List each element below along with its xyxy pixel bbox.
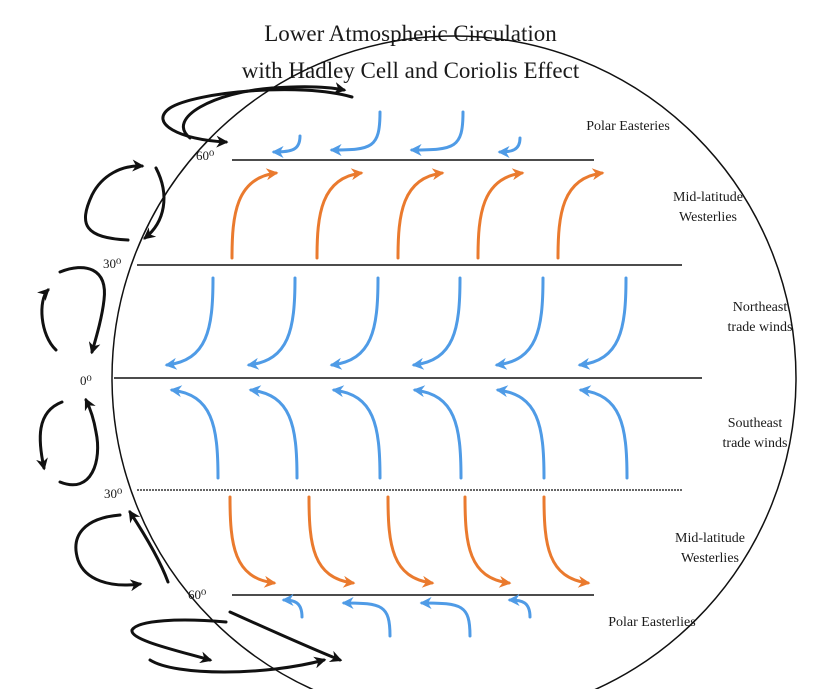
westerly-arrow (228, 495, 277, 588)
title-line-1: Lower Atmospheric Circulation (264, 21, 557, 46)
earth-outline (111, 35, 797, 689)
hadley-cell-south (36, 397, 100, 487)
westerlies-south-arrows (228, 495, 591, 588)
polar-easterly-arrow (497, 136, 522, 158)
label-line: Westerlies (681, 551, 739, 566)
southeast-trade-arrows (169, 385, 629, 480)
trade-wind-arrow (412, 385, 463, 480)
polar-easterly-arrow (329, 110, 382, 156)
polar-easterly-arrow (507, 594, 532, 619)
trade-wind-arrow (578, 385, 629, 480)
latitude-label-south-60: 60⁰ (188, 587, 207, 602)
trade-wind-arrow (494, 276, 545, 370)
label-line: Westerlies (679, 210, 737, 225)
polar-easterlies-south-arrows (281, 594, 532, 638)
westerly-arrow (463, 495, 512, 588)
trade-wind-arrow (411, 276, 462, 370)
label-midlatitude-westerlies-north: Mid-latitude Westerlies (638, 188, 778, 228)
trade-wind-arrow (164, 276, 215, 370)
trade-wind-arrow (248, 385, 299, 480)
label-line: Mid-latitude (675, 531, 745, 546)
westerly-arrow (315, 168, 364, 260)
ferrel-cell-south (74, 509, 170, 592)
polar-easterly-arrow (281, 594, 304, 619)
label-line: trade winds (727, 320, 793, 335)
label-northeast-trade-winds: Northeast trade winds (705, 298, 815, 338)
label-line: Southeast (727, 416, 783, 431)
westerly-arrow (556, 168, 605, 260)
title-line-2: with Hadley Cell and Coriolis Effect (241, 58, 580, 83)
trade-wind-arrow (331, 385, 382, 480)
polar-easterly-arrow (341, 597, 392, 638)
trade-wind-arrow (577, 276, 628, 370)
westerly-arrow (476, 168, 525, 260)
westerly-arrow (396, 168, 445, 260)
northeast-trade-arrows (164, 276, 628, 370)
label-polar-easterlies-south: Polar Easterlies (608, 615, 696, 630)
westerlies-north-arrows (230, 168, 605, 260)
latitude-label-north-30: 30⁰ (103, 256, 122, 271)
latitude-label-south-30: 30⁰ (104, 486, 123, 501)
polar-cell-south (130, 610, 343, 674)
trade-wind-arrow (329, 276, 380, 370)
label-midlatitude-westerlies-south: Mid-latitude Westerlies (640, 529, 780, 569)
polar-easterly-arrow (419, 597, 472, 638)
westerly-arrow (307, 495, 356, 588)
label-line: Northeast (732, 300, 788, 315)
polar-cell-north (161, 82, 354, 148)
ferrel-cell-north (83, 159, 166, 242)
westerly-arrow (542, 495, 591, 588)
westerly-arrow (230, 168, 279, 260)
polar-easterly-arrow (271, 134, 302, 158)
trade-wind-arrow (246, 276, 297, 370)
label-line: trade winds (722, 436, 788, 451)
label-southeast-trade-winds: Southeast trade winds (700, 414, 810, 454)
label-line: Mid-latitude (673, 190, 743, 205)
trade-wind-arrow (495, 385, 546, 480)
trade-wind-arrow (169, 385, 220, 480)
latitude-label-north-60: 60⁰ (196, 148, 215, 163)
westerly-arrow (386, 495, 435, 588)
label-polar-easterlies-north: Polar Easteries (586, 119, 670, 134)
latitude-label-equator: 0⁰ (80, 373, 92, 388)
polar-easterlies-north-arrows (271, 110, 522, 158)
hadley-cell-north (36, 266, 106, 355)
polar-easterly-arrow (409, 110, 465, 156)
